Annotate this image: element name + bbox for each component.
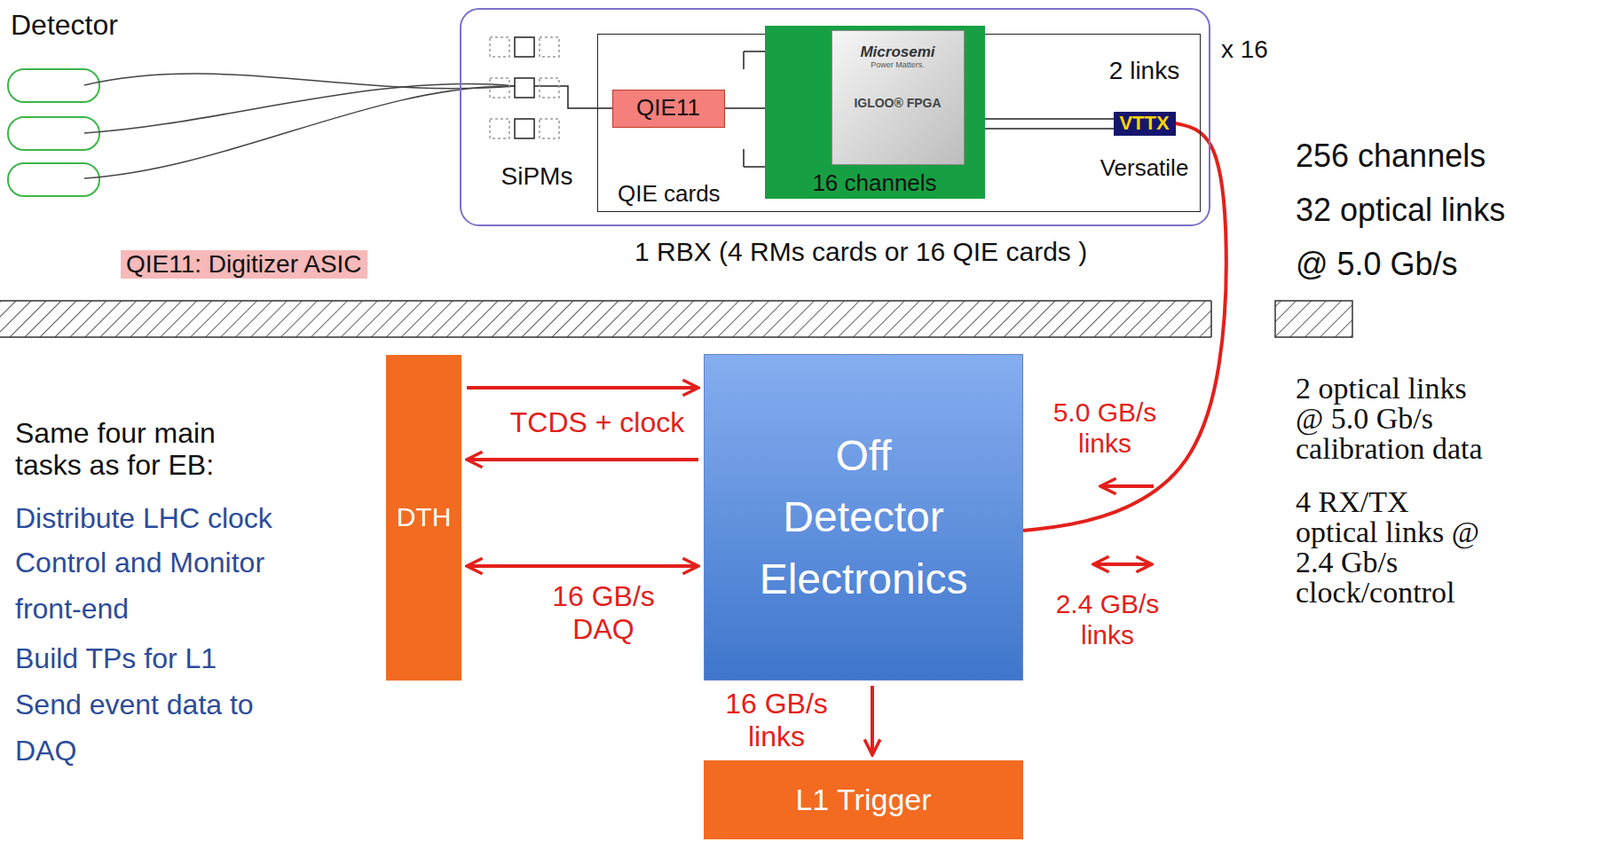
node-subtext: Power Matters. [870,60,925,70]
link-connector [466,386,699,390]
text-label: 4 RX/TX [1295,484,1410,520]
node-text: Microsemi [859,43,935,62]
text-label: DAQ [15,734,77,768]
node-subtext: IGLOO® FPGA [853,95,941,111]
vttx-module: 2 linksVTTXVersatile [1113,111,1176,136]
fibre [84,86,515,179]
sipm-square [489,37,510,57]
node-text: Off Detector Electronics [759,425,969,611]
text-label: front-end [15,592,129,626]
link-label: TCDS + clock [481,406,713,440]
node-text: QIE cards [617,181,721,208]
link-connector [1023,123,1227,531]
trigger-box: L1 Trigger [703,760,1024,840]
link-label: 2.4 GB/s links [1045,589,1170,651]
link-arrow [1093,562,1152,567]
sipm-square [539,118,560,139]
text-label: Same four main [15,417,216,450]
scintillator-tile [7,163,100,197]
node-text: L1 Trigger [795,782,931,818]
text-label: @ 5.0 Gb/s [1295,401,1434,436]
text-label: 256 channels [1295,137,1486,174]
node-subtext: VTTX [1119,113,1169,134]
trace [743,51,765,70]
sipm-square [539,37,560,57]
trace [534,86,613,109]
node-text: 16 channels [764,170,986,198]
link-label: 16 GB/s DAQ [536,580,670,647]
wall-band [0,300,1353,338]
text-label: QIE11: Digitizer ASIC [120,250,368,279]
sipm-square [514,78,535,98]
node-text: SiPMs [501,162,574,191]
backend-box: Off Detector Electronics [703,354,1024,681]
node-subtext: Versatile [1100,155,1190,182]
link-connector [466,457,699,462]
fibres [84,73,515,179]
band-outline [1275,300,1353,338]
dth-box: DTH [386,354,462,681]
trace [725,107,765,110]
text-label: Send event data to [15,688,254,722]
sipm-square [489,118,510,139]
sipm-array: SiPMs [484,35,590,191]
trace [743,149,765,167]
text-label: x 16 [1221,35,1269,64]
sipm-square [489,78,510,98]
text-label: 2 optical links [1295,370,1467,406]
sipm-square [514,118,535,139]
text-label: tasks as for EB: [15,449,214,482]
text-label: clock/control [1295,575,1455,610]
node-text: 2 links [1109,56,1180,86]
text-label: 32 optical links [1295,191,1506,229]
node-text: DTH [396,502,452,534]
text-label: calibration data [1295,431,1483,466]
sipm-square [514,37,535,57]
fpga-chip: MicrosemiPower Matters. IGLOO® FPGA [831,30,965,166]
text-label: Build TPs for L1 [15,642,217,676]
qie-card-box: QIE cards QIE11 16 channels MicrosemiPower … [597,33,1201,213]
hatch-band [1275,300,1353,338]
fpga-board: 16 channels MicrosemiPower Matters. IGLOO®… [764,25,986,199]
sipm-squares [488,35,568,141]
node-text: 1 RBX (4 RMs cards or 16 QIE cards ) [634,236,1088,268]
link-label: 16 GB/s links [709,687,844,754]
text-label: Control and Monitor [15,546,265,580]
trace [985,118,1114,129]
link-connector [870,685,875,756]
hatch-band [0,300,1212,338]
text-label: Distribute LHC clock [15,502,273,536]
link-connector [466,564,699,568]
fibre [84,73,515,89]
link-label: 5.0 GB/s links [1042,397,1167,459]
text-label: optical links @ [1295,514,1480,550]
text-label: Detector [10,8,119,42]
digitizer-chip: QIE11 [612,89,726,128]
sipm-square [539,78,560,98]
link-arrow [1100,484,1154,489]
scintillator-tile [7,69,100,103]
node-text: QIE11 [636,94,701,122]
text-label: 2.4 Gb/s [1295,544,1398,580]
band-outline [0,300,1212,338]
text-label: @ 5.0 Gb/s [1295,245,1459,283]
rbx-box: 1 RBX (4 RMs cards or 16 QIE cards )SiPM… [459,7,1211,227]
